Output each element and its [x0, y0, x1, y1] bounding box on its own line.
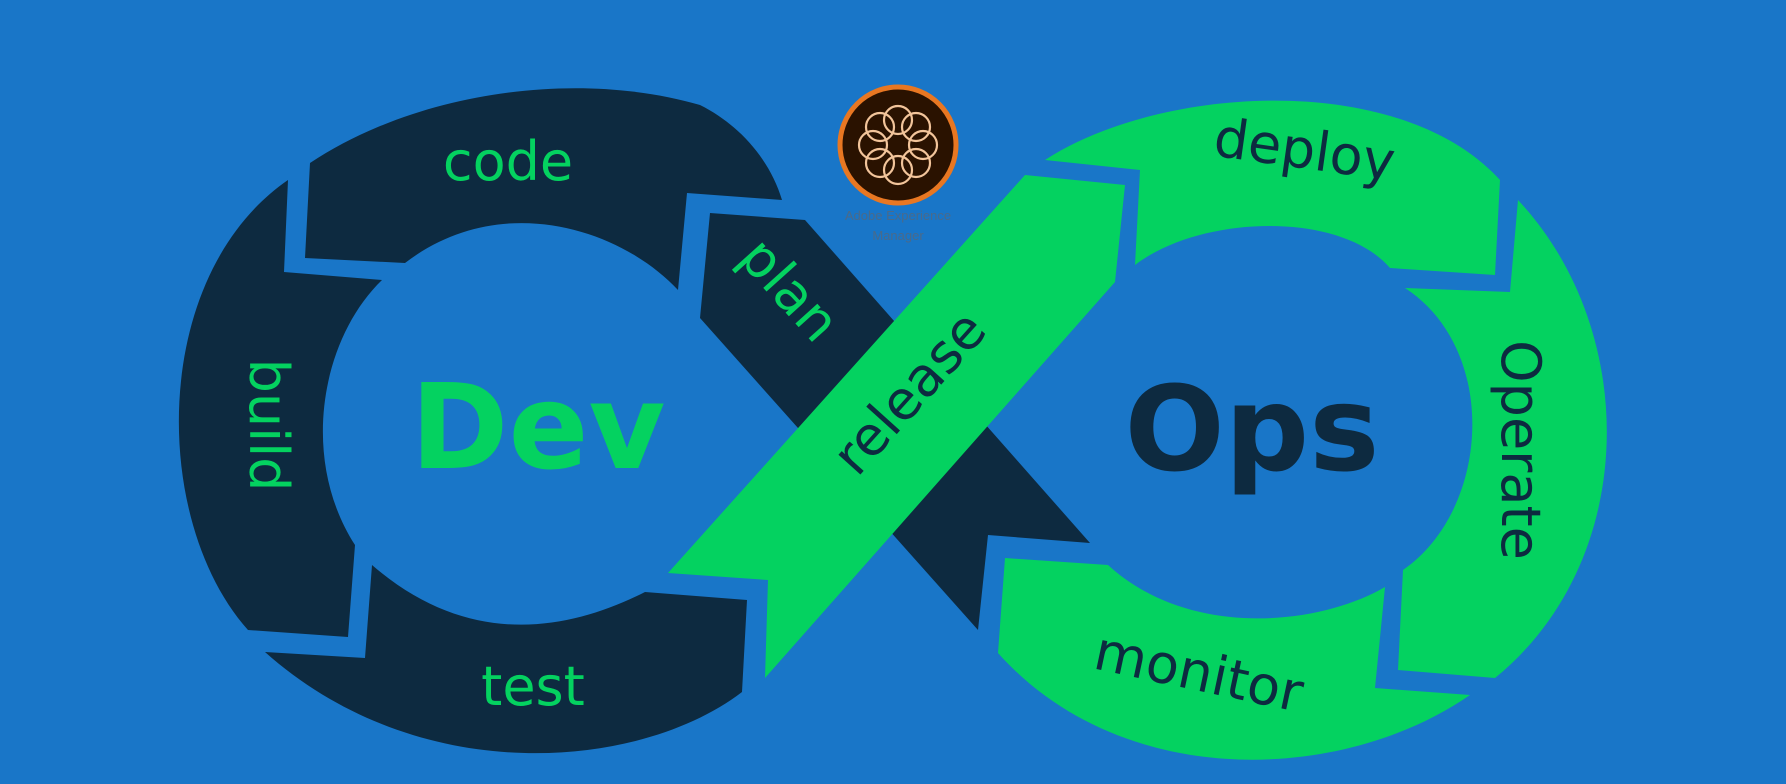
- adobe-experience-manager-logo: Adobe Experience Manager: [837, 84, 959, 243]
- monitor-segment: [998, 558, 1470, 760]
- adobe-experience-manager-icon: [837, 84, 959, 206]
- release-segment: [668, 175, 1125, 678]
- dev-title: Dev: [411, 358, 666, 496]
- logo-caption-line1: Adobe Experience: [845, 208, 951, 223]
- logo-caption-line2: Manager: [872, 228, 924, 243]
- code-segment: [305, 88, 782, 290]
- test-segment: [265, 565, 747, 754]
- ops-loop: [668, 100, 1607, 760]
- operate-segment: [1398, 200, 1607, 678]
- stage-label-test: test: [481, 655, 585, 718]
- deploy-segment: [1045, 100, 1500, 276]
- stage-label-operate: Operate: [1489, 340, 1552, 560]
- ops-title: Ops: [1124, 360, 1379, 498]
- stage-label-build: build: [237, 359, 300, 492]
- build-segment: [178, 180, 382, 637]
- stage-label-code: code: [443, 130, 573, 193]
